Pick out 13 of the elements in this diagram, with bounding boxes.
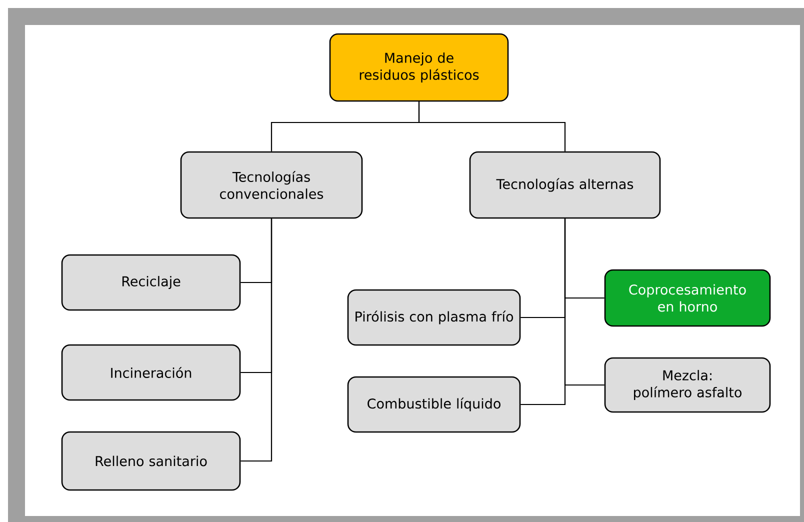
connector-line	[240, 218, 272, 462]
method-box: Incineración	[61, 344, 241, 401]
connector-line	[564, 218, 604, 386]
method-box: Reciclaje	[61, 254, 241, 311]
category-box: Tecnologías convencionales	[180, 151, 363, 219]
root-box: Manejo de residuos plásticos	[329, 33, 509, 102]
highlighted-method-box: Coprocesamiento en horno	[604, 269, 771, 327]
method-box: Combustible líquido	[347, 376, 521, 433]
connector-line	[418, 102, 566, 152]
method-box: Pirólisis con plasma frío	[347, 289, 521, 346]
category-box: Tecnologías alternas	[469, 151, 661, 219]
method-box: Relleno sanitario	[61, 431, 241, 491]
method-box: Mezcla: polímero asfalto	[604, 357, 771, 413]
